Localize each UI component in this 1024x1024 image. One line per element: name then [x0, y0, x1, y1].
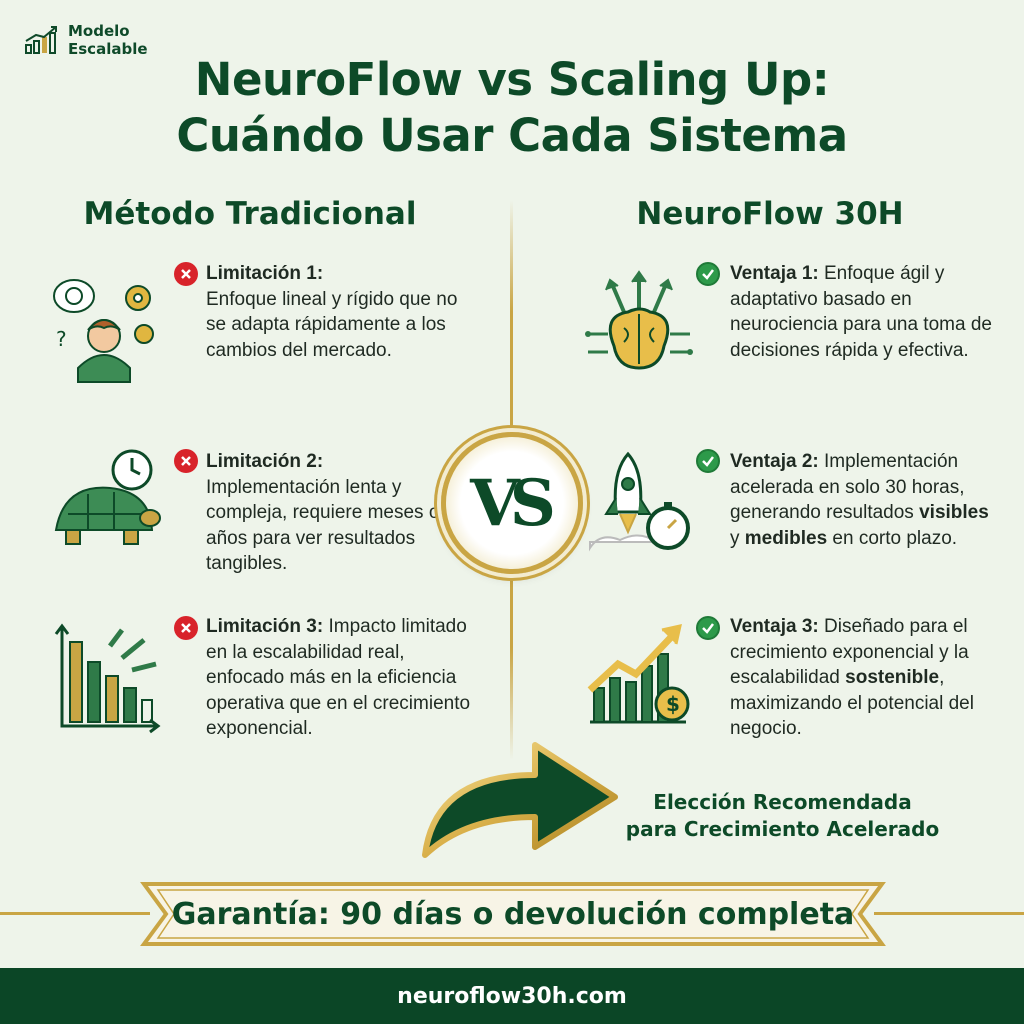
limitation-3: Limitación 3: Impacto limitado en la esc…	[206, 614, 476, 742]
logo-line-2: Escalable	[68, 40, 148, 58]
check-mark-icon	[696, 262, 720, 286]
turtle-clock-icon	[54, 449, 161, 545]
ribbon-line-right	[874, 912, 1024, 915]
advantage-2-text-start: Implementación acelerada en solo 30 hora…	[730, 451, 965, 523]
right-column-heading: NeuroFlow 30H	[636, 196, 904, 232]
advantage-3-bold: sostenible	[845, 667, 940, 688]
bar-chart-logo-icon	[25, 26, 57, 54]
footer: neuroflow30h.com	[0, 968, 1024, 1024]
x-mark-icon	[174, 616, 198, 640]
recommended-choice: Elección Recomendada para Crecimiento Ac…	[600, 789, 965, 843]
curved-arrow-icon	[422, 742, 618, 858]
rocket-stopwatch-icon	[589, 451, 690, 552]
logo-line-1: Modelo	[68, 22, 130, 40]
title-line-2: Cuándo Usar Cada Sistema	[176, 109, 848, 162]
advantage-1-label: Ventaja 1:	[730, 263, 819, 284]
advantage-1: Ventaja 1: Enfoque ágil y adaptativo bas…	[730, 261, 995, 363]
check-mark-icon	[696, 616, 720, 640]
left-column-heading: Método Tradicional	[83, 196, 417, 232]
vs-text: VS	[470, 465, 556, 541]
advantage-2-bold-2: medibles	[744, 527, 828, 549]
limitation-1-label: Limitación 1:	[206, 263, 324, 284]
advantage-3-text-end: , maximizando el potencial del negocio.	[730, 667, 974, 739]
footer-url[interactable]: neuroflow30h.com	[397, 983, 627, 1009]
advantage-2-label: Ventaja 2:	[730, 451, 819, 472]
advantage-2: Ventaja 2: Implementación acelerada en s…	[730, 449, 995, 551]
x-mark-icon	[174, 262, 198, 286]
growth-chart-icon: $	[587, 624, 690, 724]
guarantee-text: Garantía: 90 días o devolución completa	[171, 896, 855, 932]
limitation-2-text: Implementación lenta y compleja, requier…	[206, 476, 440, 575]
limitation-1: Limitación 1: Enfoque lineal y rígido qu…	[206, 261, 476, 363]
logo: Modelo Escalable	[24, 22, 148, 58]
limitation-3-text: Impacto limitado en la escalabilidad rea…	[206, 616, 471, 739]
guarantee-ribbon	[140, 882, 886, 946]
vs-badge: VS	[441, 432, 583, 574]
title-line-1: NeuroFlow vs Scaling Up:	[194, 53, 830, 106]
advantage-2-text-end: en corto plazo.	[827, 527, 958, 549]
page-title: NeuroFlow vs Scaling Up: Cuándo Usar Cad…	[0, 52, 1024, 164]
check-mark-icon	[696, 449, 720, 473]
limitation-3-label: Limitación 3:	[206, 616, 324, 637]
ribbon-line-left	[0, 912, 150, 915]
limitation-1-text: Enfoque lineal y rígido que no se adapta…	[206, 288, 458, 361]
advantage-3-label: Ventaja 3:	[730, 616, 819, 637]
confused-person-icon: ?	[53, 279, 154, 383]
svg-text:$: $	[666, 692, 680, 716]
limitation-2: Limitación 2: Implementación lenta y com…	[206, 449, 476, 577]
advantage-2-text-mid: y	[730, 527, 745, 549]
recommended-line-2: para Crecimiento Acelerado	[625, 817, 940, 841]
advantage-2-bold-1: visibles	[919, 502, 989, 523]
recommended-line-1: Elección Recomendada	[653, 790, 912, 814]
advantage-3-text-start: Diseñado para el crecimiento exponencial…	[730, 616, 969, 688]
svg-text:?: ?	[56, 327, 67, 351]
limitation-2-label: Limitación 2:	[206, 451, 324, 472]
x-mark-icon	[174, 449, 198, 473]
brain-icon	[585, 270, 693, 370]
advantage-1-text: Enfoque ágil y adaptativo basado en neur…	[730, 263, 992, 361]
advantage-3: Ventaja 3: Diseñado para el crecimiento …	[730, 614, 995, 742]
declining-chart-icon	[54, 623, 161, 734]
